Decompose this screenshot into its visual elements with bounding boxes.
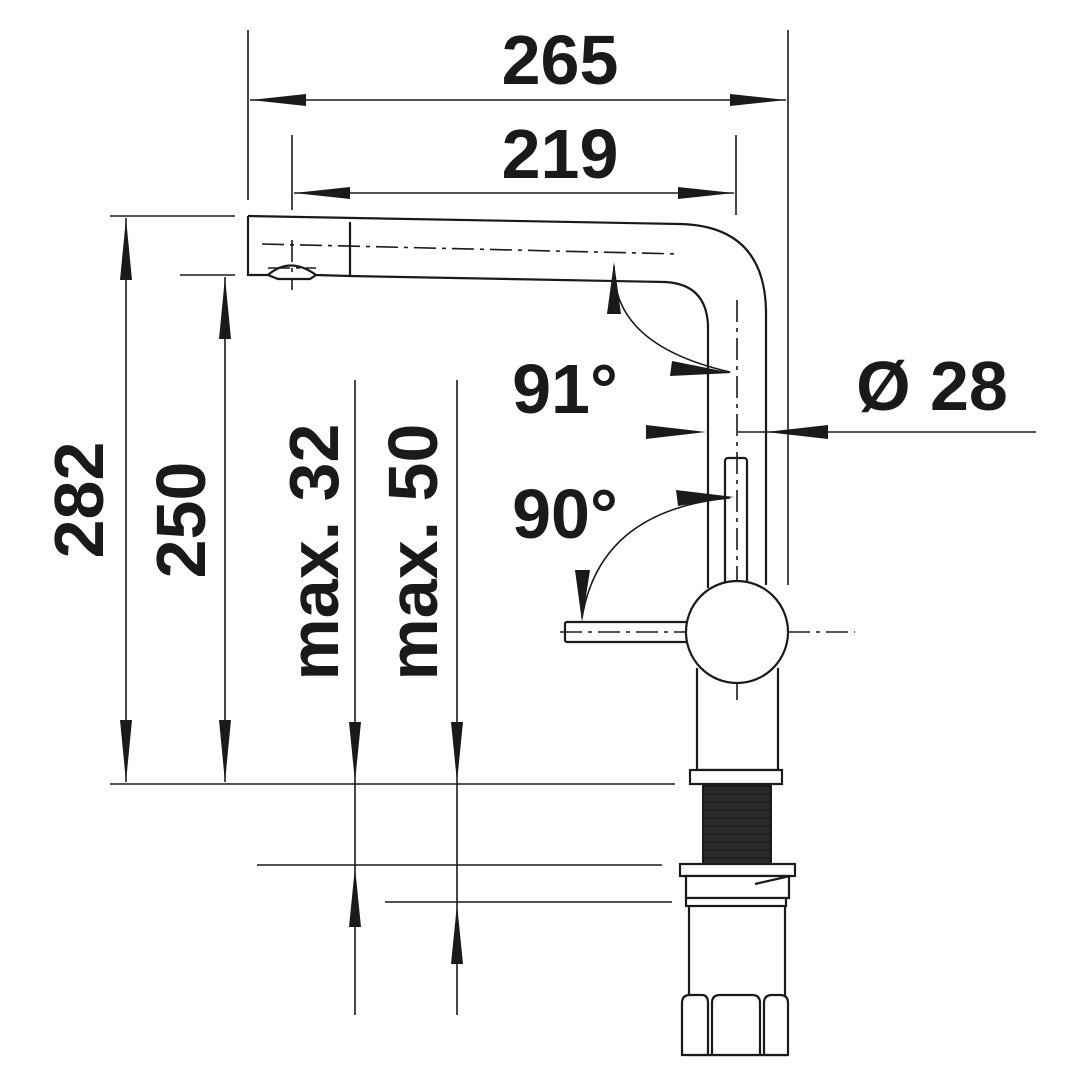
label-max-32: max. 32 <box>275 424 353 681</box>
label-282: 282 <box>40 442 118 559</box>
dimension-265: 265 <box>250 21 786 106</box>
label-90-degrees: 90° <box>512 475 618 553</box>
faucet-outline <box>246 214 768 588</box>
dimension-max-50: max. 50 <box>374 424 463 964</box>
threaded-stud <box>702 785 772 865</box>
faucet-body <box>678 668 797 1057</box>
label-265: 265 <box>502 21 619 99</box>
dimension-250: 250 <box>142 277 231 782</box>
angle-91: 91° <box>512 262 732 428</box>
lever-handle <box>563 456 790 685</box>
label-91-degrees: 91° <box>512 350 618 428</box>
dimension-max-32: max. 32 <box>275 424 361 927</box>
label-diameter-28: Ø 28 <box>856 347 1008 425</box>
hose-connectors <box>680 993 790 1057</box>
label-250: 250 <box>142 462 220 579</box>
label-max-50: max. 50 <box>374 424 452 681</box>
angle-90: 90° <box>512 475 734 622</box>
label-219: 219 <box>502 115 619 193</box>
dimension-diameter-28: Ø 28 <box>646 347 1008 439</box>
dimension-219: 219 <box>294 115 734 199</box>
dimension-282: 282 <box>40 218 132 782</box>
